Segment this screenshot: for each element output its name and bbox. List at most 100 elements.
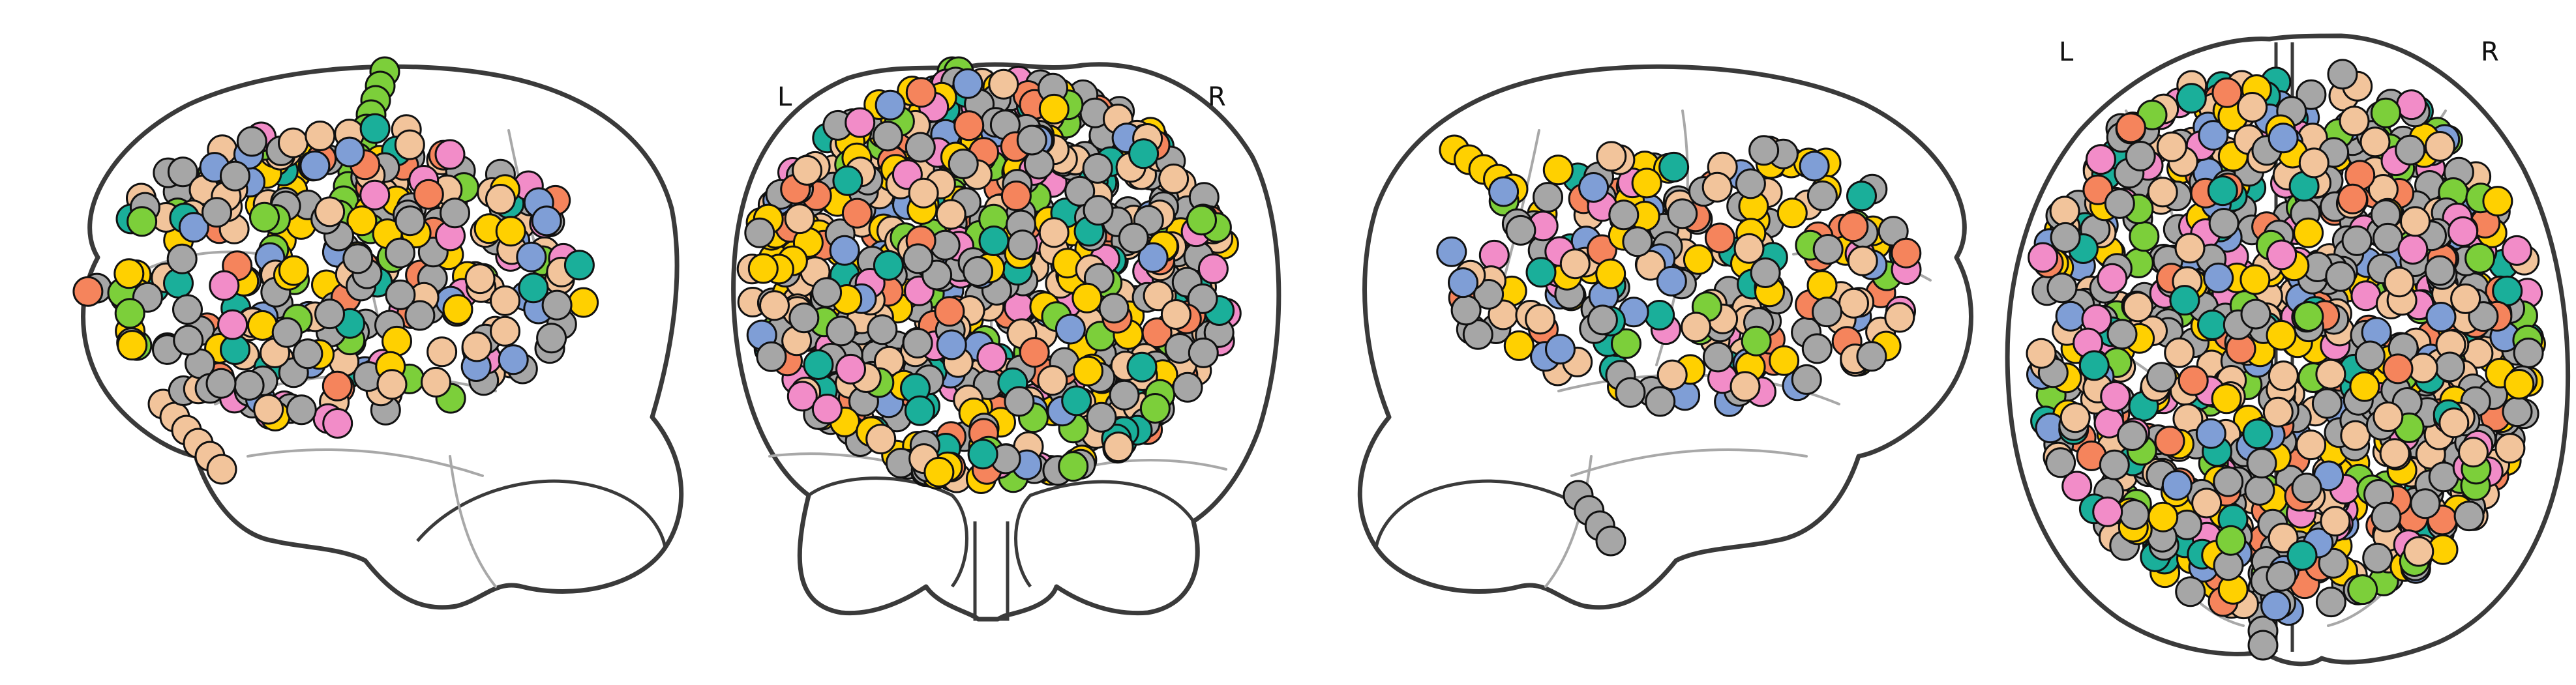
- electrode-contact: [1631, 168, 1662, 199]
- electrode-contact: [1733, 233, 1765, 264]
- electrode-contact: [1578, 172, 1610, 203]
- electrode-contact: [464, 263, 496, 295]
- electrode-contact: [1137, 242, 1169, 273]
- electrode-contact: [2028, 242, 2059, 273]
- electrode-contact: [1126, 351, 1158, 383]
- electrode-contact: [1037, 365, 1068, 396]
- electrode-contact: [826, 315, 857, 347]
- electrode-contact: [967, 439, 998, 470]
- electrode-contact: [2260, 590, 2292, 622]
- electrode-contact: [744, 217, 775, 248]
- electrode-contact: [305, 121, 336, 151]
- electrode-contact: [2203, 262, 2234, 293]
- electrode-contact: [2395, 134, 2426, 166]
- electrode-contact: [2240, 299, 2271, 330]
- electrode-contact: [485, 184, 516, 214]
- electrode-contact: [1019, 337, 1050, 368]
- electrode-contact: [2464, 242, 2496, 274]
- electrode-contact: [2384, 267, 2415, 298]
- electrode-contact: [873, 250, 904, 281]
- electrode-contact: [461, 331, 492, 362]
- electrode-contact: [832, 165, 863, 196]
- electrode-contact: [747, 253, 779, 284]
- electrode-contact: [756, 341, 787, 372]
- electrode-contact: [2291, 473, 2322, 504]
- electrode-contact: [811, 394, 843, 424]
- electrode-contact: [271, 317, 303, 348]
- electrode-contact: [2311, 388, 2343, 419]
- electrode-contact: [845, 107, 876, 138]
- electrode-contact: [536, 323, 567, 354]
- electrode-contact: [1525, 257, 1557, 288]
- electrode-contact: [2347, 574, 2378, 605]
- electrode-contact: [2337, 183, 2368, 214]
- electrode-contact: [2492, 275, 2523, 306]
- electrode-contact: [976, 342, 1008, 373]
- electrode-contact: [1656, 265, 1687, 297]
- electrode-contact: [219, 160, 250, 192]
- electrode-contact: [905, 132, 936, 163]
- electrode-contact: [2055, 300, 2086, 332]
- electrode-contact: [114, 298, 145, 329]
- electrode-contact: [2146, 362, 2177, 393]
- electrode-contact: [835, 353, 866, 385]
- electrode-contact: [953, 110, 985, 141]
- electrode-contact: [72, 276, 104, 307]
- electrode-contact: [1061, 385, 1092, 416]
- electrode-contact: [1806, 180, 1838, 211]
- electrode-contact: [2211, 77, 2243, 108]
- electrode-contact: [2026, 338, 2057, 369]
- electrode-contact: [1073, 355, 1103, 386]
- electrode-contact: [1158, 163, 1190, 194]
- electrode-contact: [1064, 175, 1096, 207]
- electrode-contact: [206, 454, 237, 485]
- electrode-contact: [904, 395, 935, 426]
- electrode-contact: [1681, 312, 1712, 343]
- cerebellum-left-coronal: [807, 476, 968, 588]
- view-coronal: L R: [731, 56, 1281, 622]
- electrode-contact: [1801, 333, 1833, 364]
- electrode-layer-right-sagittal: [1436, 134, 1922, 557]
- electrode-contact: [1741, 325, 1772, 357]
- electrode-layer-coronal: [736, 56, 1242, 494]
- electrode-contact: [2298, 147, 2329, 179]
- electrode-contact: [1611, 328, 1641, 359]
- electrode-contact: [2078, 350, 2110, 381]
- electrode-contact: [1702, 342, 1733, 373]
- electrode-contact: [113, 258, 145, 289]
- electrode-layer-left-sagittal: [72, 56, 599, 485]
- electrode-contact: [1038, 93, 1070, 124]
- electrode-layer-axial: [2026, 59, 2546, 661]
- electrode-contact: [948, 149, 979, 179]
- electrode-contact: [903, 243, 934, 274]
- electrode-contact: [2195, 418, 2226, 449]
- electrode-contact: [382, 325, 412, 357]
- cerebellum-left-sagittal: [416, 479, 667, 548]
- view-axial: L R: [2005, 33, 2570, 667]
- electrode-contact: [1884, 302, 1915, 333]
- electrode-contact: [1473, 279, 1505, 310]
- electrode-contact: [1596, 141, 1627, 172]
- electrode-contact: [1856, 341, 1887, 372]
- electrode-contact: [2100, 381, 2131, 412]
- electrode-contact: [2397, 234, 2429, 265]
- electrode-contact: [923, 456, 955, 488]
- electrode-contact: [413, 179, 444, 210]
- electrode-contact: [440, 197, 470, 229]
- electrode-contact: [1635, 250, 1666, 281]
- electrode-contact: [2119, 499, 2150, 530]
- electrode-contact: [952, 68, 983, 99]
- electrode-contact: [841, 197, 873, 229]
- electrode-contact: [495, 216, 526, 247]
- brainstem-left-sagittal: [449, 455, 497, 588]
- electrode-contact: [1533, 182, 1563, 213]
- electrode-contact: [518, 272, 549, 304]
- electrode-contact: [1055, 313, 1086, 345]
- electrode-contact: [1846, 181, 1877, 212]
- electrode-contact: [1197, 253, 1229, 284]
- electrode-contact: [2207, 175, 2238, 207]
- electrode-contact: [217, 309, 248, 340]
- electrode-contact: [2122, 291, 2153, 323]
- electrode-contact: [2154, 426, 2185, 457]
